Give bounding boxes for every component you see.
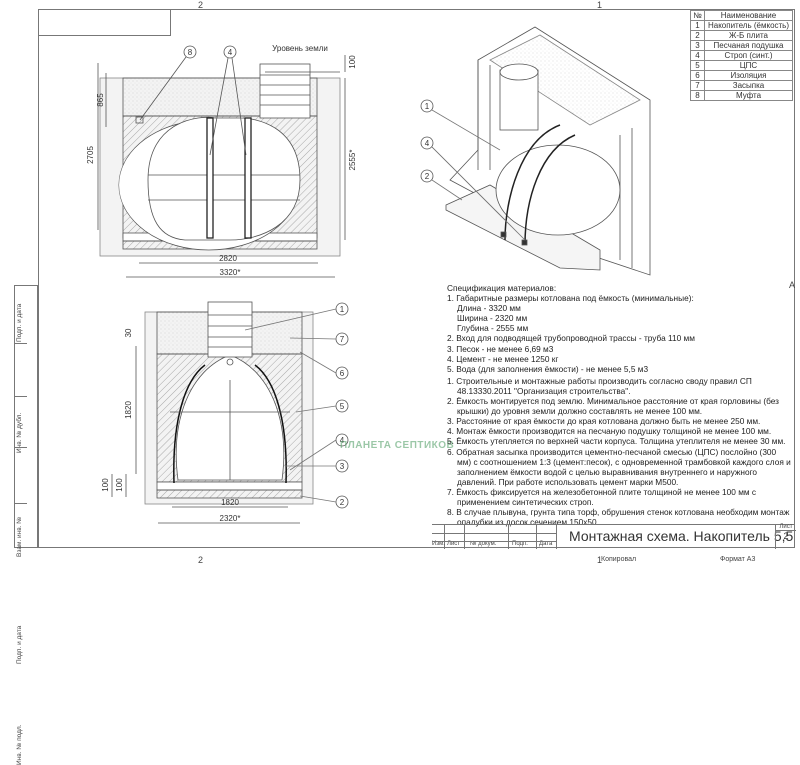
dim-label: 30 bbox=[124, 328, 133, 337]
spec-item: 3. Песок - не менее 6,69 м3 bbox=[447, 344, 792, 354]
spec-item: 2. Вход для подводящей трубопроводной тр… bbox=[447, 333, 792, 343]
dim-label: 2705 bbox=[86, 146, 95, 164]
callout-label: 1 bbox=[425, 102, 430, 111]
spec-item: Ширина - 2320 мм bbox=[447, 313, 792, 323]
note-item: 5. Ёмкость утепляется по верхней части к… bbox=[447, 436, 792, 446]
format-label: Формат А3 bbox=[720, 556, 755, 563]
callout-label: 7 bbox=[340, 335, 345, 344]
callout-label: 5 bbox=[340, 402, 345, 411]
sheet-label: Лист bbox=[776, 524, 796, 531]
dim-label: 865 bbox=[96, 93, 105, 107]
dim-label: 1820 bbox=[221, 498, 239, 507]
text-cell: Инв. № подл. bbox=[16, 725, 23, 765]
dim-label: 2555* bbox=[348, 150, 357, 171]
note-item: 7. Ёмкость фиксируется на железобетонной… bbox=[447, 487, 792, 507]
dim-label: 2320* bbox=[220, 514, 241, 523]
drawing-title: Монтажная схема. Накопитель 5,5 bbox=[569, 528, 793, 544]
sheet-number: 2 bbox=[776, 531, 796, 541]
side-view bbox=[112, 302, 313, 523]
callout-label: 8 bbox=[188, 48, 193, 57]
callout-label: 1 bbox=[340, 305, 345, 314]
callout-label: 4 bbox=[228, 48, 233, 57]
copied-label: Копировал bbox=[601, 556, 636, 563]
front-view bbox=[98, 46, 345, 277]
isometric-view bbox=[446, 27, 650, 275]
spec-item: 5. Вода (для заполнения ёмкости) - не ме… bbox=[447, 364, 792, 374]
side-stamp: Подп. и дата Инв. № дубл. Взам. инв. № П… bbox=[14, 285, 38, 548]
dim-label: 2820 bbox=[219, 254, 237, 263]
watermark-logo: ПЛАНЕТА СЕПТИКОВ bbox=[340, 440, 454, 451]
text-cell: Подп. и дата bbox=[16, 304, 23, 342]
spec-item: 1. Габаритные размеры котлована под ёмко… bbox=[447, 293, 792, 303]
note-item: 6. Обратная засыпка производится цементн… bbox=[447, 447, 792, 487]
callout-label: 6 bbox=[340, 369, 345, 378]
note-item: 1. Строительные и монтажные работы произ… bbox=[447, 376, 792, 396]
note-item: 3. Расстояние от края ёмкости до края ко… bbox=[447, 416, 792, 426]
callout-label: 2 bbox=[425, 172, 430, 181]
spec-item: Длина - 3320 мм bbox=[447, 303, 792, 313]
ground-level-label: Уровень земли bbox=[272, 44, 328, 53]
spec-item: 4. Цемент - не менее 1250 кг bbox=[447, 354, 792, 364]
callout-label: 4 bbox=[425, 139, 430, 148]
dim-label: 100 bbox=[348, 55, 357, 69]
spec-item: Глубина - 2555 мм bbox=[447, 323, 792, 333]
callout-label: 3 bbox=[340, 462, 345, 471]
dim-label: 100 bbox=[101, 478, 110, 492]
note-item: 4. Монтаж ёмкости производится на песчан… bbox=[447, 426, 792, 436]
specification-text: Спецификация материалов: 1. Габаритные р… bbox=[447, 283, 792, 527]
note-item: 2. Ёмкость монтируется под землю. Минима… bbox=[447, 396, 792, 416]
spec-title: Спецификация материалов: bbox=[447, 283, 792, 293]
dim-label: 3320* bbox=[220, 268, 241, 277]
dim-label: 1820 bbox=[124, 401, 133, 419]
callout-label: 2 bbox=[340, 498, 345, 507]
dim-label: 100 bbox=[115, 478, 124, 492]
text-cell: Подп. и дата bbox=[16, 626, 23, 664]
title-block: Изм. Лист № докум. Подп. Дата Монтажная … bbox=[432, 524, 795, 549]
